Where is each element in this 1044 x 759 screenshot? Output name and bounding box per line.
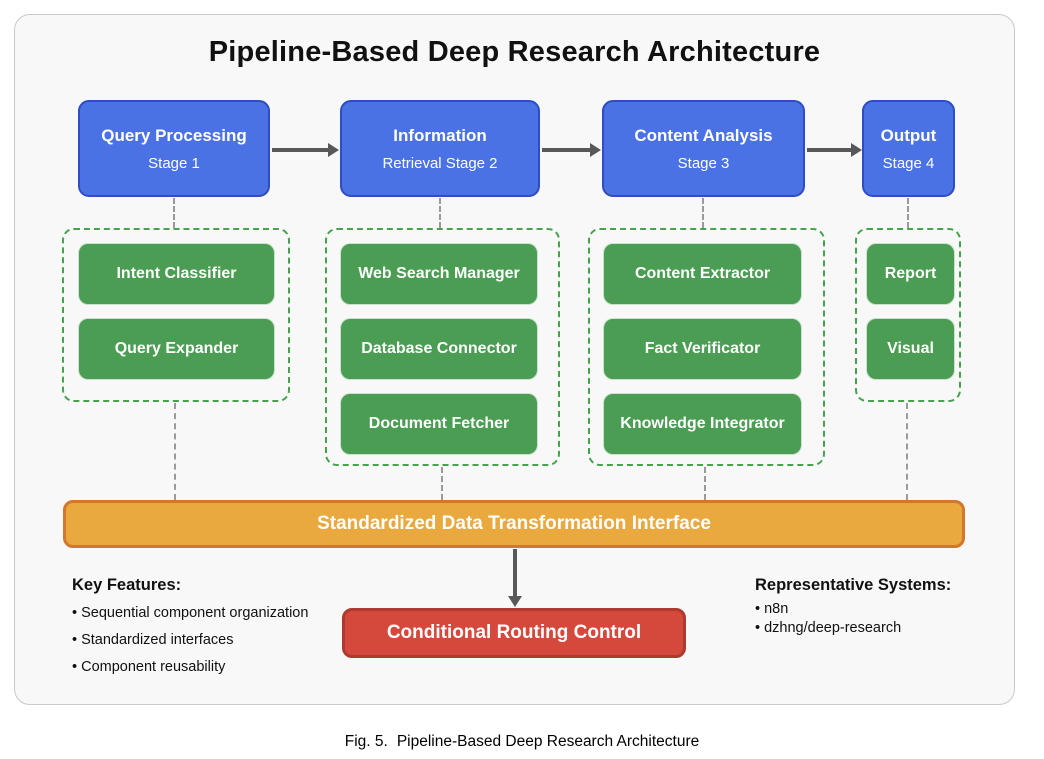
key-features-block: Key Features: • Sequential component org…: [72, 576, 382, 686]
component-web-search-manager: Web Search Manager: [340, 243, 538, 305]
interface-bar-label: Standardized Data Transformation Interfa…: [317, 513, 711, 534]
stage-box-content-analysis: Content Analysis Stage 3: [602, 100, 805, 197]
stage-title: Query Processing: [101, 125, 247, 145]
routing-box-label: Conditional Routing Control: [386, 622, 642, 643]
component-intent-classifier: Intent Classifier: [78, 243, 275, 305]
stage-subtitle: Stage 1: [148, 154, 200, 172]
dashed-connector-stage3-group: [702, 198, 704, 228]
component-query-expander: Query Expander: [78, 318, 275, 380]
component-knowledge-integrator: Knowledge Integrator: [603, 393, 802, 455]
flow-arrow-interface-routing: [508, 549, 522, 607]
diagram-title: Pipeline-Based Deep Research Architectur…: [208, 36, 821, 68]
component-group-stage2: [325, 228, 560, 466]
representative-systems-block: Representative Systems: • n8n • dzhng/de…: [755, 576, 1015, 639]
representative-system-item: • n8n: [755, 601, 789, 617]
key-features-heading: Key Features:: [72, 576, 182, 594]
key-feature-item: • Component reusability: [72, 659, 226, 675]
dashed-connector-group4-interface: [906, 403, 908, 500]
dashed-connector-group1-interface: [174, 403, 176, 500]
dashed-connector-stage4-group: [907, 198, 909, 228]
key-feature-item: • Sequential component organization: [72, 605, 309, 621]
representative-systems-heading: Representative Systems:: [755, 576, 952, 594]
figure-caption-text: Pipeline-Based Deep Research Architectur…: [396, 733, 700, 750]
flow-arrow-stage3-stage4: [807, 143, 862, 157]
component-visual: Visual: [866, 318, 955, 380]
figure-caption: Fig. 5. Pipeline-Based Deep Research Arch…: [0, 733, 1044, 751]
dashed-connector-stage1-group: [173, 198, 175, 228]
component-group-stage3: [588, 228, 825, 466]
stage-subtitle: Stage 3: [677, 154, 730, 172]
component-group-stage1: [62, 228, 290, 402]
key-feature-item: • Standardized interfaces: [72, 632, 234, 648]
component-group-stage4: [855, 228, 961, 402]
dashed-connector-stage2-group: [439, 198, 441, 228]
stage-title: Output: [880, 125, 937, 145]
conditional-routing-control-box: Conditional Routing Control: [342, 608, 686, 658]
dashed-connector-group2-interface: [441, 467, 443, 500]
component-database-connector: Database Connector: [340, 318, 538, 380]
stage-subtitle: Retrieval Stage 2: [382, 154, 498, 172]
component-content-extractor: Content Extractor: [603, 243, 802, 305]
figure-caption-label: Fig. 5.: [344, 733, 388, 750]
representative-system-item: • dzhng/deep-research: [755, 620, 902, 636]
stage-box-information-retrieval: Information Retrieval Stage 2: [340, 100, 540, 197]
dashed-connector-group3-interface: [704, 467, 706, 500]
stage-box-output: Output Stage 4: [862, 100, 955, 197]
component-fact-verificator: Fact Verificator: [603, 318, 802, 380]
component-document-fetcher: Document Fetcher: [340, 393, 538, 455]
stage-title: Content Analysis: [634, 125, 773, 145]
standardized-interface-bar: Standardized Data Transformation Interfa…: [63, 500, 965, 548]
stage-title: Information: [393, 125, 487, 145]
component-report: Report: [866, 243, 955, 305]
flow-arrow-stage1-stage2: [272, 143, 339, 157]
flow-arrow-stage2-stage3: [542, 143, 601, 157]
stage-subtitle: Stage 4: [882, 154, 935, 172]
stage-box-query-processing: Query Processing Stage 1: [78, 100, 270, 197]
